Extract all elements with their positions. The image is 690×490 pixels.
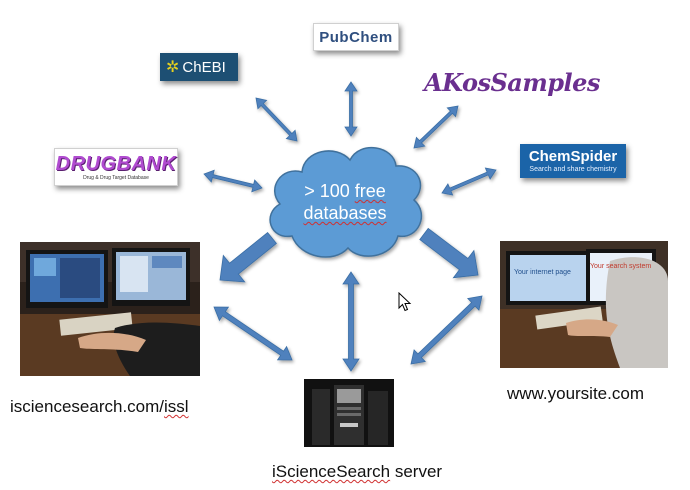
label-server-brand: iScienceSearch bbox=[272, 462, 391, 481]
chebi-star-icon: ✲ bbox=[166, 59, 180, 76]
drugbank-logo-text: DRUGBANK bbox=[55, 153, 177, 175]
photo-server-tower bbox=[304, 379, 394, 447]
chemspider-tagline: Search and share chemistry bbox=[529, 166, 617, 173]
arrow-chebi bbox=[255, 97, 298, 142]
chebi-logo-text: ChEBI bbox=[182, 58, 226, 76]
label-issl-squiggle: issl bbox=[164, 397, 189, 416]
label-issl-url: isciencesearch.com/issl bbox=[10, 397, 189, 416]
cloud-word-free: free bbox=[354, 181, 386, 201]
arrow-akos bbox=[413, 105, 459, 149]
cloud-shape bbox=[269, 146, 423, 258]
pubchem-logo: PubChem bbox=[313, 23, 399, 51]
akos-logo-text: AKosSamples bbox=[424, 67, 600, 97]
chemspider-logo-text: ChemSpider bbox=[528, 148, 618, 165]
photo-left-workstation bbox=[20, 242, 200, 376]
mouse-cursor-icon bbox=[398, 292, 412, 312]
arrow-chemspider bbox=[441, 167, 497, 196]
chebi-logo: ✲ ChEBI bbox=[160, 53, 238, 81]
akos-samples-logo: AKosSamples bbox=[424, 64, 614, 100]
screen-text-internet-page: Your internet page bbox=[514, 269, 571, 276]
arrow-cloud-server bbox=[342, 271, 360, 372]
arrow-pubchem bbox=[344, 81, 358, 137]
arrow-right-server bbox=[410, 295, 483, 365]
arrow-left-server bbox=[213, 306, 293, 361]
pubchem-logo-text: PubChem bbox=[319, 28, 393, 46]
drugbank-logo: DRUGBANK Drug & Drug Target Database bbox=[54, 148, 178, 186]
chemspider-logo: ChemSpider Search and share chemistry bbox=[520, 144, 626, 178]
photo-right-workstation: Your internet page Your search system bbox=[500, 241, 668, 368]
cloud-line-1: > 100 free bbox=[304, 181, 386, 201]
cloud-label: > 100 free databases bbox=[280, 180, 410, 224]
arrow-cloud-to-left bbox=[219, 232, 277, 283]
arrow-drugbank bbox=[203, 169, 263, 193]
cloud-line-2: databases bbox=[303, 203, 387, 223]
drugbank-tagline: Drug & Drug Target Database bbox=[83, 175, 149, 181]
label-server: iScienceSearch server bbox=[272, 462, 443, 481]
arrow-cloud-to-right bbox=[419, 227, 479, 279]
label-yoursite-url: www.yoursite.com bbox=[507, 384, 644, 403]
screen-text-search-system: Your search system bbox=[590, 263, 652, 270]
